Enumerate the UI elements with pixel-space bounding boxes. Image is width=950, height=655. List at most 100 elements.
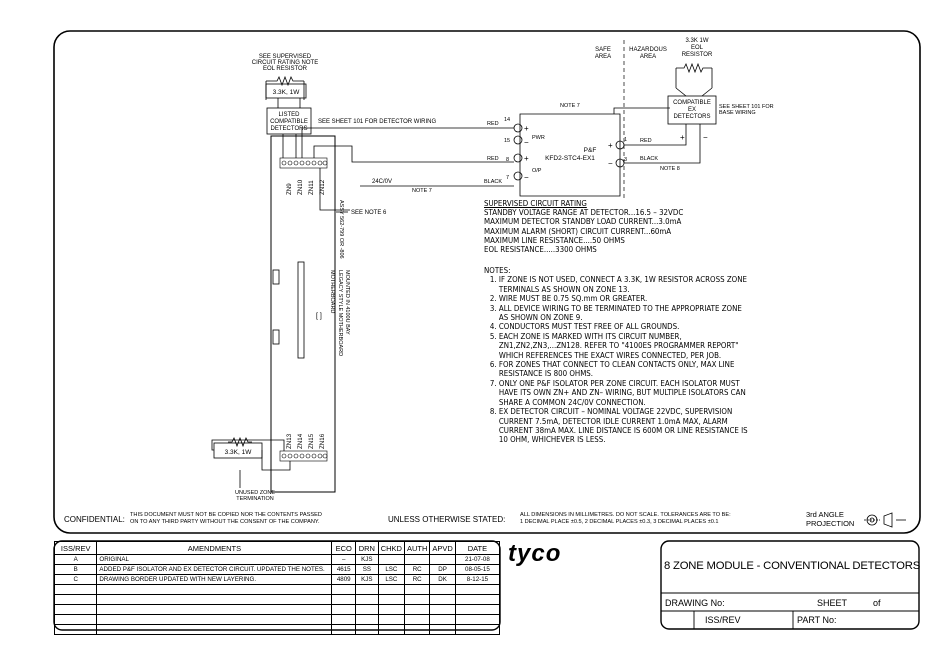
amendment-row [53, 614, 501, 625]
unused-zone-line1: UNUSED ZONE [235, 490, 275, 496]
amendment-cell [331, 594, 356, 605]
red-wire-label-1: RED [487, 121, 499, 127]
amendment-cell [355, 624, 379, 635]
amendment-cell [96, 594, 333, 605]
amendment-row [53, 594, 501, 605]
tyco-logo: tyco [508, 540, 562, 567]
amendment-cell: ADDED P&F ISOLATOR AND EX DETECTOR CIRCU… [96, 564, 333, 575]
safe-area-line1: SAFE [595, 47, 611, 53]
ex-detectors-line1: COMPATIBLE [673, 100, 711, 106]
pwr-label: PWR [532, 135, 545, 141]
term-14: 14 [504, 117, 510, 123]
terminal-block-bottom [279, 450, 328, 462]
svg-text:−: − [524, 173, 529, 182]
amendment-cell [429, 594, 456, 605]
ex-detectors-line2: EX [688, 107, 696, 113]
zone-zn10-label: ZN10 [297, 179, 304, 195]
amendment-cell [96, 624, 333, 635]
red-wire-label-3: RED [640, 138, 652, 144]
amendment-cell [355, 614, 379, 625]
notes-header: NOTES: [484, 266, 511, 275]
svg-text:−: − [608, 159, 613, 168]
amendment-cell [454, 584, 501, 595]
amendment-cell [377, 604, 405, 615]
eol-resistor-top-left [265, 75, 307, 100]
amendment-cell [429, 614, 456, 625]
amendment-cell [331, 624, 356, 635]
amendment-cell [377, 584, 405, 595]
detector-wiring [282, 134, 297, 158]
amendment-cell: KJS [355, 574, 379, 585]
amendment-cell: – [331, 554, 356, 565]
dims-line2: 1 DECIMAL PLACE ±0.5, 2 DECIMAL PLACES ±… [520, 519, 719, 525]
res-left-top-label: 3.3K, 1W [273, 89, 301, 96]
amendment-cell: DRAWING BORDER UPDATED WITH NEW LAYERING… [96, 574, 333, 585]
projection-line2: PROJECTION [806, 519, 854, 528]
zone-zn11-label: ZN11 [308, 180, 315, 195]
amendment-cell [377, 554, 405, 565]
col-iss-rev: ISS/REV [53, 541, 98, 555]
svg-text:+: + [608, 141, 613, 150]
see-sheet-base-line1: SEE SHEET 101 FOR [719, 104, 774, 110]
confidential-text-line1: THIS DOCUMENT MUST NOT BE COPIED NOR THE… [130, 512, 322, 518]
note7-top-label: NOTE 7 [560, 103, 580, 109]
zone-zn9-label: ZN9 [286, 183, 293, 195]
col-drn: DRN [355, 541, 379, 555]
op-label: O/P [532, 168, 542, 174]
eol-resistor-right [667, 62, 717, 125]
motherboard-label: MOTHERBOARD [329, 270, 335, 313]
amendment-cell [454, 614, 501, 625]
see-note6-label: SEE NOTE 6 [351, 210, 387, 216]
amendment-cell [377, 614, 405, 625]
listed-detectors-line3: DETECTORS [271, 126, 308, 132]
projection-symbol-icon [864, 512, 906, 528]
sheet-of-label: of [873, 598, 881, 608]
supervised-rating-header: SUPERVISED CIRCUIT RATING [484, 199, 587, 208]
amendment-cell: 4615 [331, 564, 356, 575]
rating-line: MAXIMUM LINE RESISTANCE....50 OHMS [484, 235, 625, 245]
amendment-cell [454, 624, 501, 635]
terminal-block-top [279, 157, 328, 169]
amendment-cell [403, 594, 431, 605]
amendment-cell: SS [355, 564, 379, 575]
col-auth: AUTH [403, 541, 431, 555]
note-item: EX DETECTOR CIRCUIT – NOMINAL VOLTAGE 22… [499, 407, 749, 445]
amendment-cell [355, 584, 379, 595]
term-15: 15 [504, 138, 510, 144]
note-item: ONLY ONE P&F ISOLATOR PER ZONE CIRCUIT. … [499, 379, 749, 407]
legacy-label-line1: LEGACY STYLE MOTHERBOARD [337, 270, 343, 356]
rating-line: MAXIMUM ALARM (SHORT) CIRCUIT CURRENT...… [484, 226, 672, 236]
amendment-cell: ORIGINAL [96, 554, 333, 565]
amendment-cell: LSC [377, 574, 405, 585]
projection-line1: 3rd ANGLE [806, 510, 844, 519]
term-8: 8 [506, 157, 509, 163]
svg-text:+: + [524, 154, 529, 163]
amendment-cell [53, 604, 98, 615]
amendment-cell [96, 584, 333, 595]
term-7: 7 [506, 175, 509, 181]
amendment-cell: RC [403, 574, 431, 585]
red-wire-label-2: RED [487, 156, 499, 162]
see-supervised-line2: CIRCUIT RATING NOTE [252, 60, 318, 66]
term-1: 1 [624, 137, 627, 143]
amendment-cell [53, 624, 98, 635]
amendment-cell: DP [429, 564, 456, 575]
zone-zn15-label: ZN15 [308, 433, 315, 449]
see-sheet-base-line2: BASE WIRING [719, 110, 756, 116]
col-eco: ECO [331, 541, 356, 555]
svg-text:+: + [680, 133, 685, 142]
bracket-mark: [ ] [316, 313, 322, 320]
title-block-frame [660, 540, 920, 630]
supply-label: 24C/0V [372, 179, 392, 185]
amendment-cell: 4809 [331, 574, 356, 585]
note-item: ALL DEVICE WIRING TO BE TERMINATED TO TH… [499, 304, 749, 323]
confidential-text-line2: ON TO ANY THIRD PARTY WITHOUT THE CONSEN… [130, 519, 320, 525]
note-item: WIRE MUST BE 0.75 SQ.mm OR GREATER. [499, 294, 749, 303]
amendment-cell [96, 604, 333, 615]
ex-detector-wiring [613, 107, 701, 164]
zone-zn14-label: ZN14 [297, 433, 304, 449]
amendment-cell [403, 584, 431, 595]
amendment-cell [454, 594, 501, 605]
safe-area-line2: AREA [595, 54, 611, 60]
